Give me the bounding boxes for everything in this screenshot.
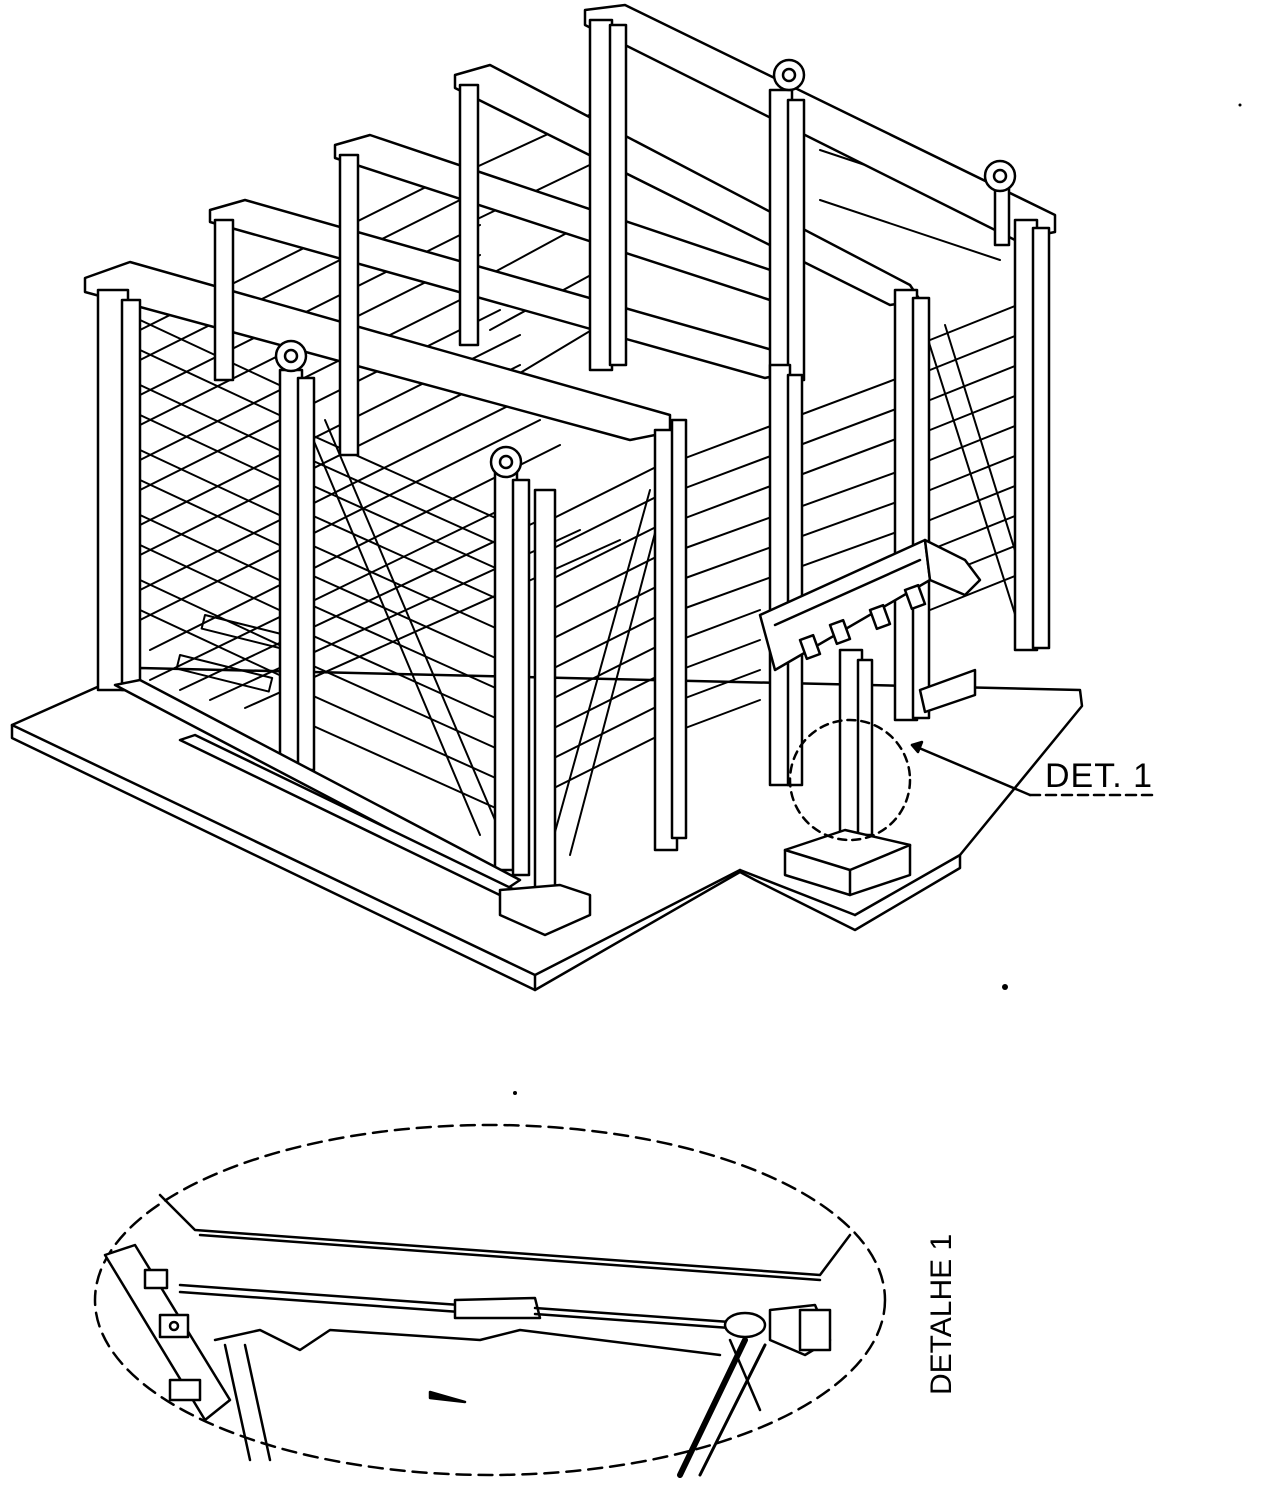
gate-rings [274, 58, 1017, 479]
left-wall [139, 319, 291, 681]
scan-specks [513, 103, 1242, 1095]
scale-head [758, 538, 982, 897]
det-leader [910, 740, 1157, 797]
det-1-label: DET. 1 [1045, 757, 1154, 795]
posts [96, 18, 1051, 892]
detalhe-1-label: DETALHE 1 [925, 1233, 958, 1395]
front-sill [113, 678, 592, 937]
front-wall [299, 419, 671, 856]
detail-view [93, 1123, 887, 1478]
